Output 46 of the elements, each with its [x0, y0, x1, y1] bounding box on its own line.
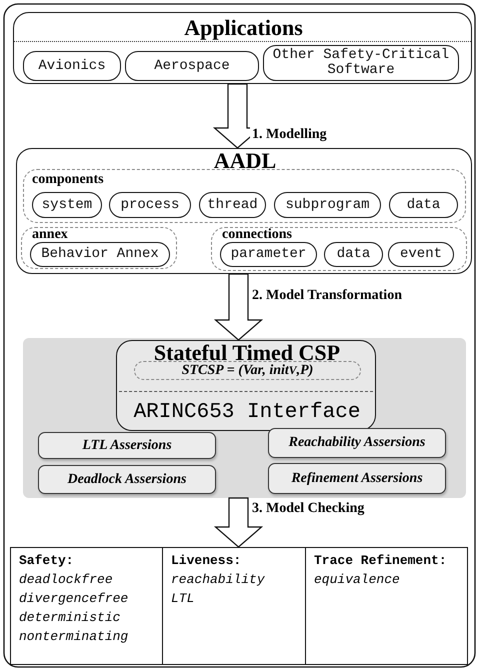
assertion-box: Refinement Assersions [268, 463, 446, 494]
dashed-group [23, 169, 466, 223]
list-item: deadlockfree [19, 571, 113, 589]
heading: AADL [212, 149, 278, 173]
rounded-box: data [324, 242, 383, 267]
heading: connections [222, 227, 292, 243]
list-item: LTL [171, 590, 194, 608]
group-box [16, 148, 472, 274]
table-cell [10, 547, 163, 665]
list-item: deterministic [19, 609, 120, 627]
dashed-group [211, 227, 467, 271]
rounded-box: subprogram [274, 192, 381, 218]
list-item: reachability [171, 571, 265, 589]
column-heading: Safety: [19, 552, 74, 570]
rounded-box: thread [199, 192, 266, 218]
assertion-box: LTL Assersions [38, 432, 216, 459]
list-item: divergencefree [19, 590, 128, 608]
assertion-box: Reachability Assersions [268, 428, 446, 458]
dashed-group [21, 227, 177, 269]
rounded-box: Other Safety-Critical Software [263, 45, 459, 81]
rounded-box: Behavior Annex [30, 242, 170, 267]
rounded-box: Avionics [23, 51, 121, 81]
heading: annex [32, 227, 68, 243]
edge-label: 3. Model Checking [250, 501, 366, 517]
column-heading: Trace Refinement: [314, 552, 447, 570]
column-heading: Liveness: [171, 552, 242, 570]
shaded-panel [23, 338, 466, 498]
rounded-box: data [389, 192, 458, 218]
list-item: equivalence [314, 571, 400, 589]
body: ARINC653 Interface [132, 400, 362, 426]
rounded-box: system [32, 192, 102, 218]
heading: components [32, 171, 104, 190]
edge-label: 1. Modelling [250, 127, 329, 143]
assertion-box: Deadlock Assersions [38, 465, 216, 494]
rounded-box: parameter [220, 242, 317, 267]
heading: Applications [183, 15, 304, 41]
rounded-box [116, 340, 376, 431]
rounded-box: process [109, 192, 191, 218]
table-cell [305, 547, 468, 665]
list-item: nonterminating [19, 628, 128, 646]
rounded-box: Aerospace [125, 51, 259, 81]
table-cell [162, 547, 306, 665]
block-arrow [214, 273, 264, 341]
group-box [13, 12, 472, 84]
block-arrow [214, 497, 264, 548]
rounded-box: event [388, 242, 454, 267]
